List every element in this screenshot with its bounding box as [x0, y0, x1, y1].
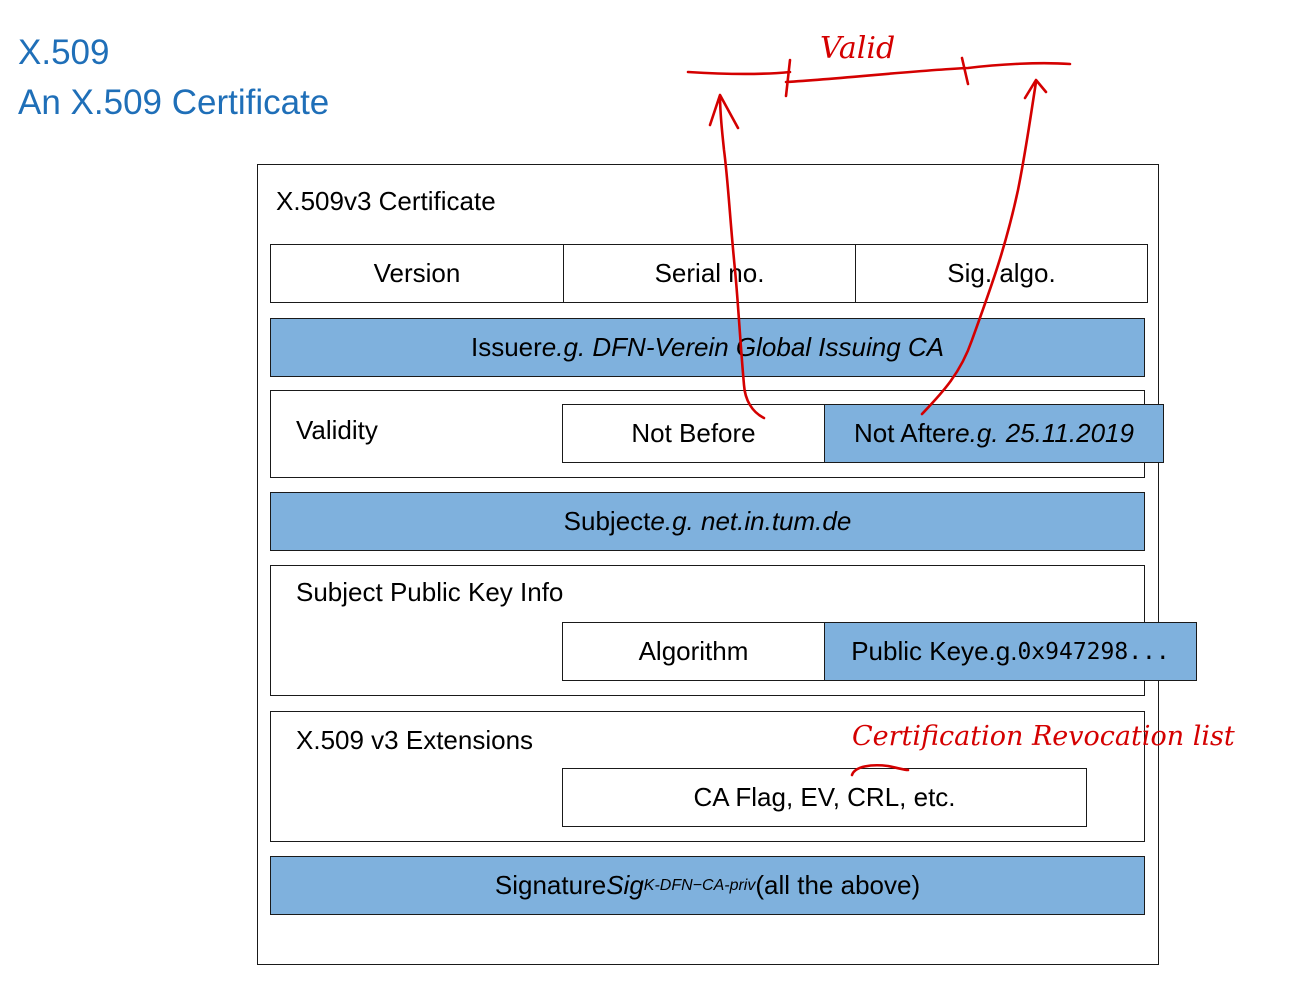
slide-title: X.509 An X.509 Certificate — [18, 28, 329, 128]
public-key-eg: e.g. — [974, 636, 1018, 666]
page-title: An X.509 Certificate — [18, 83, 330, 122]
extensions-label: X.509 v3 Extensions — [296, 725, 534, 755]
not-before-field: Not Before — [562, 404, 825, 463]
spki-label: Subject Public Key Info — [296, 577, 564, 607]
extensions-content: CA Flag, EV, CRL, etc. — [693, 782, 956, 812]
algorithm-label: Algorithm — [638, 636, 749, 666]
public-key-example: 0x947298... — [1017, 638, 1170, 665]
public-key-label: Public Key — [851, 636, 975, 666]
subject-label: Subject — [563, 506, 651, 536]
not-before-label: Not Before — [631, 418, 756, 448]
subject-example: e.g. net.in.tum.de — [650, 506, 852, 536]
not-after-example: e.g. 25.11.2019 — [955, 418, 1134, 448]
issuer-example: e.g. DFN-Verein Global Issuing CA — [541, 332, 944, 362]
extensions-content-field: CA Flag, EV, CRL, etc. — [562, 768, 1087, 827]
signature-tail: (all the above) — [755, 870, 921, 900]
validity-label: Validity — [296, 415, 378, 445]
serial-label: Serial no. — [654, 258, 765, 288]
sig-algo-label: Sig. algo. — [947, 258, 1056, 288]
algorithm-field: Algorithm — [562, 622, 825, 681]
section-title: X.509 — [18, 33, 110, 72]
version-label: Version — [373, 258, 461, 288]
signature-subscript: K-DFN−CA-priv — [643, 876, 756, 894]
ink-timeline — [686, 56, 1072, 98]
issuer-label: Issuer — [470, 332, 542, 362]
ink-valid-label: Valid — [820, 31, 895, 66]
certificate-heading: X.509v3 Certificate — [276, 186, 496, 216]
version-field: Version — [270, 244, 564, 303]
sig-algo-field: Sig. algo. — [855, 244, 1148, 303]
signature-label: Signature — [494, 870, 607, 900]
not-after-label: Not After — [854, 418, 956, 448]
signature-sig: Sig — [606, 870, 644, 900]
serial-field: Serial no. — [563, 244, 856, 303]
